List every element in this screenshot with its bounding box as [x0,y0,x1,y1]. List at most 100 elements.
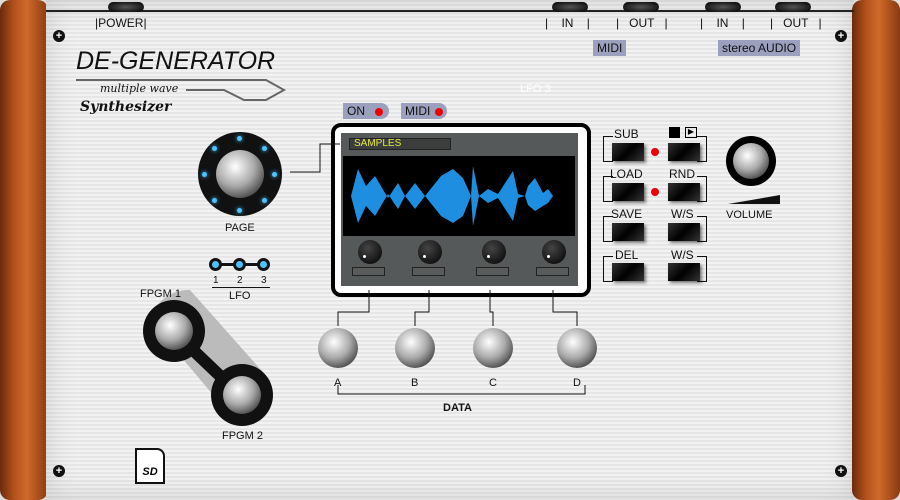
volume-knob[interactable] [733,143,769,179]
screen-value-b [412,267,445,276]
bracket [697,216,707,242]
on-label: ON [347,104,365,118]
lfo-option-3[interactable] [257,258,270,271]
display: SAMPLES [341,133,578,286]
midi-tag: MIDI [593,40,627,56]
left-wood-panel [0,0,48,500]
data-knob-d[interactable] [557,328,597,368]
midi-indicator: MIDI [401,103,447,119]
midi-led [435,108,443,116]
screen-title: SAMPLES [354,138,402,149]
bracket [697,176,707,202]
screen-knob-b[interactable] [418,240,442,264]
data-knob-c[interactable] [473,328,513,368]
screen-knob-d[interactable] [542,240,566,264]
lfo-num-2: 2 [237,275,243,286]
led-dot [202,172,207,177]
audio-out-label: | OUT | [770,16,822,30]
del-label: DEL [615,248,639,262]
sd-label: SD [142,466,158,478]
load-button[interactable] [612,183,644,201]
audio-out-text: OUT [783,16,809,30]
brand-underline [76,79,287,101]
lfo-option-1[interactable] [209,258,222,271]
screen-knob-c[interactable] [482,240,506,264]
screen-value-a [352,267,385,276]
brand-subtitle-2: Synthesizer [80,99,172,115]
rnd-button[interactable] [668,183,700,201]
brand-title: DE-GENERATOR [76,47,276,75]
load-label: LOAD [610,167,643,181]
ws2-button[interactable] [668,263,700,281]
midi-out-jack[interactable] [623,2,659,12]
audio-out-jack[interactable] [775,2,811,12]
play-icon: ▶ [685,127,697,138]
page-label: PAGE [225,222,255,234]
data-knob-b[interactable] [395,328,435,368]
save-label: SAVE [611,207,643,221]
data-label-c: C [489,377,497,389]
power-label: |POWER| [95,16,147,30]
on-led [375,108,383,116]
bracket [603,136,613,162]
fpgm2-label: FPGM 2 [222,430,263,442]
del-button[interactable] [612,263,644,281]
led-dot [262,146,267,151]
lfo-option-2[interactable] [233,258,246,271]
data-label-b: B [411,377,419,389]
lfo-underline [212,287,270,288]
right-wood-panel [852,0,900,500]
audio-in-label: | IN | [700,16,745,30]
ws1-label: W/S [671,207,694,221]
top-rail [46,10,854,12]
save-button[interactable] [612,223,644,241]
midi-in-text: IN [561,16,574,30]
lfo-label: LFO [229,290,251,302]
led-dot [272,172,277,177]
lfo-num-1: 1 [213,275,219,286]
stereo-audio-tag: stereo AUDIO [718,40,801,56]
screen-value-c [476,267,509,276]
stop-icon [669,127,680,138]
fpgm1-label: FPGM 1 [140,288,181,300]
audio-in-jack[interactable] [705,2,741,12]
screw-icon: + [835,30,847,42]
screw-icon: + [835,465,847,477]
midi-in-jack[interactable] [552,2,588,12]
midi-out-label: | OUT | [616,16,668,30]
power-switch[interactable] [108,2,144,12]
rnd-label: RND [669,167,695,181]
sub-label: SUB [614,127,639,141]
page-knob[interactable] [216,150,264,198]
bracket [603,176,613,202]
lfo3-hint: LFO 3 [520,83,551,95]
midi-out-text: OUT [629,16,655,30]
bracket [697,136,707,162]
screw-icon: + [53,30,65,42]
load-led [651,188,659,196]
brand-subtitle: multiple wave [100,82,179,95]
led-dot [212,146,217,151]
ws2-label: W/S [671,248,694,262]
bracket [603,256,613,282]
lfo-num-3: 3 [261,275,267,286]
ws1-button[interactable] [668,223,700,241]
screen-knob-a[interactable] [358,240,382,264]
screen-value-d [536,267,569,276]
sub-button[interactable] [612,143,644,161]
sd-card-icon[interactable]: SD [135,448,165,484]
data-label-a: A [334,377,342,389]
play-stop-button[interactable] [668,143,700,161]
volume-ramp [728,195,780,204]
bracket [603,216,613,242]
fpgm1-knob[interactable] [155,312,193,350]
data-knob-a[interactable] [318,328,358,368]
midi-in-label: | IN | [545,16,590,30]
led-dot [262,198,267,203]
sub-led [651,148,659,156]
waveform [343,156,575,236]
led-dot [237,208,242,213]
fpgm2-knob[interactable] [223,376,261,414]
on-indicator: ON [343,103,389,119]
